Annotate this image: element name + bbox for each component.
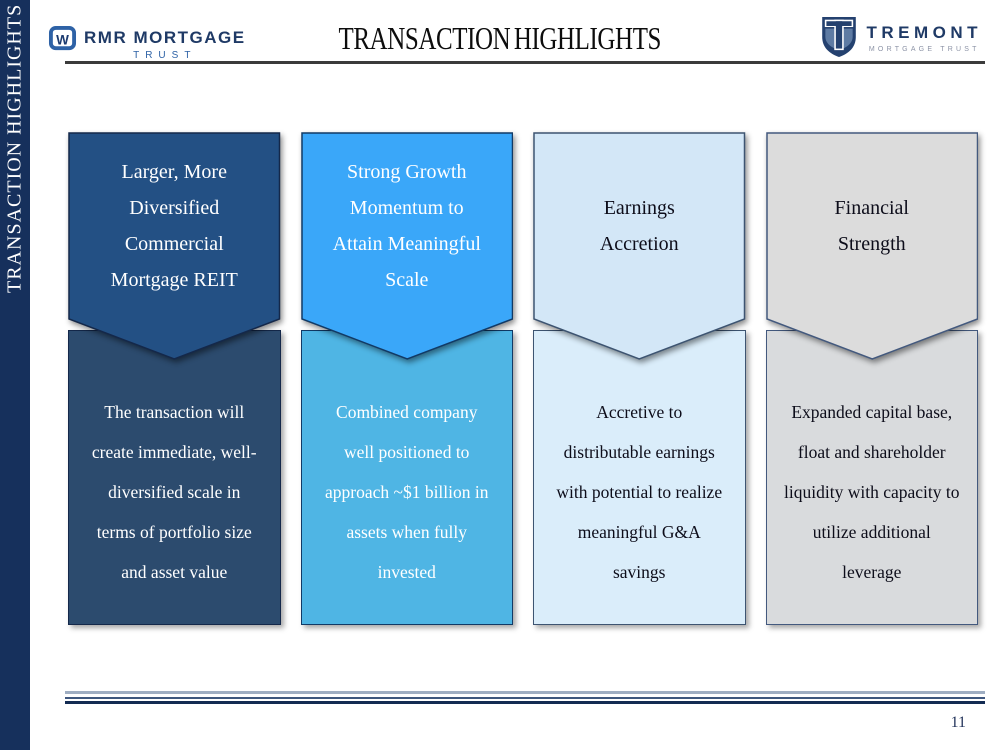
tremont-logo-subtitle: MORTGAGE TRUST	[868, 46, 980, 53]
footer-rule-dark	[65, 701, 985, 704]
page-title: TRANSACTION HIGHLIGHTS	[0, 20, 1000, 57]
highlight-column-financial-strength: Expanded capital base, float and shareho…	[765, 132, 979, 625]
sidebar-banner: TRANSACTION HIGHLIGHTS	[0, 0, 30, 750]
column-header-text: Earnings Accretion	[599, 197, 679, 255]
chevron-banner-shape	[300, 132, 513, 360]
highlight-column-earnings-accretion: Accretive to distributable earnings with…	[533, 132, 746, 625]
highlight-column-diversified-reit: The transaction will create immediate, w…	[68, 132, 281, 625]
footer-rule-mid	[65, 697, 985, 699]
column-header-banner: Strong Growth Momentum to Attain Meaning…	[300, 132, 514, 360]
tremont-shield-icon	[822, 17, 857, 57]
tremont-logo-text: TREMONT MORTGAGE TRUST	[866, 21, 982, 53]
rmr-logo-text: RMR MORTGAGE TRUST	[84, 25, 246, 61]
column-body-text: The transaction will create immediate, w…	[91, 401, 257, 582]
column-body-text: Combined company well positioned to appr…	[324, 401, 489, 582]
column-header-banner: Larger, More Diversified Commercial Mort…	[68, 132, 281, 360]
column-body-text: Expanded capital base, float and shareho…	[784, 401, 960, 582]
svg-text:W: W	[56, 32, 69, 47]
column-header-text: Strong Growth Momentum to Attain Meaning…	[332, 161, 481, 291]
highlight-columns: The transaction will create immediate, w…	[68, 132, 978, 625]
column-body: The transaction will create immediate, w…	[68, 330, 281, 625]
tremont-logo: TREMONT MORTGAGE TRUST	[821, 16, 982, 58]
chevron-banner-shape	[533, 132, 746, 360]
rmr-shield-icon: W	[48, 25, 77, 51]
column-body-text: Accretive to distributable earnings with…	[556, 401, 723, 582]
column-header-banner: Financial Strength	[765, 132, 979, 360]
column-body: Accretive to distributable earnings with…	[533, 330, 746, 625]
page-title-text: TRANSACTION HIGHLIGHTS	[338, 20, 662, 56]
column-body: Combined company well positioned to appr…	[300, 330, 513, 625]
page-number: 11	[950, 714, 966, 731]
column-header-text: Larger, More Diversified Commercial Mort…	[110, 161, 238, 291]
footer-rule-light	[65, 691, 985, 694]
column-header-text: Financial Strength	[834, 197, 909, 255]
chevron-banner-shape	[68, 132, 281, 360]
column-header-banner: Earnings Accretion	[533, 132, 746, 360]
chevron-banner-shape	[765, 132, 978, 360]
rmr-logo-subtitle: TRUST	[133, 50, 197, 61]
tremont-logo-name: TREMONT	[866, 23, 982, 42]
column-body: Expanded capital base, float and shareho…	[765, 330, 978, 625]
highlight-column-growth-momentum: Combined company well positioned to appr…	[300, 132, 514, 625]
rmr-logo: W RMR MORTGAGE TRUST	[48, 25, 246, 61]
rmr-logo-name: RMR MORTGAGE	[84, 28, 246, 47]
title-underline	[65, 61, 985, 64]
